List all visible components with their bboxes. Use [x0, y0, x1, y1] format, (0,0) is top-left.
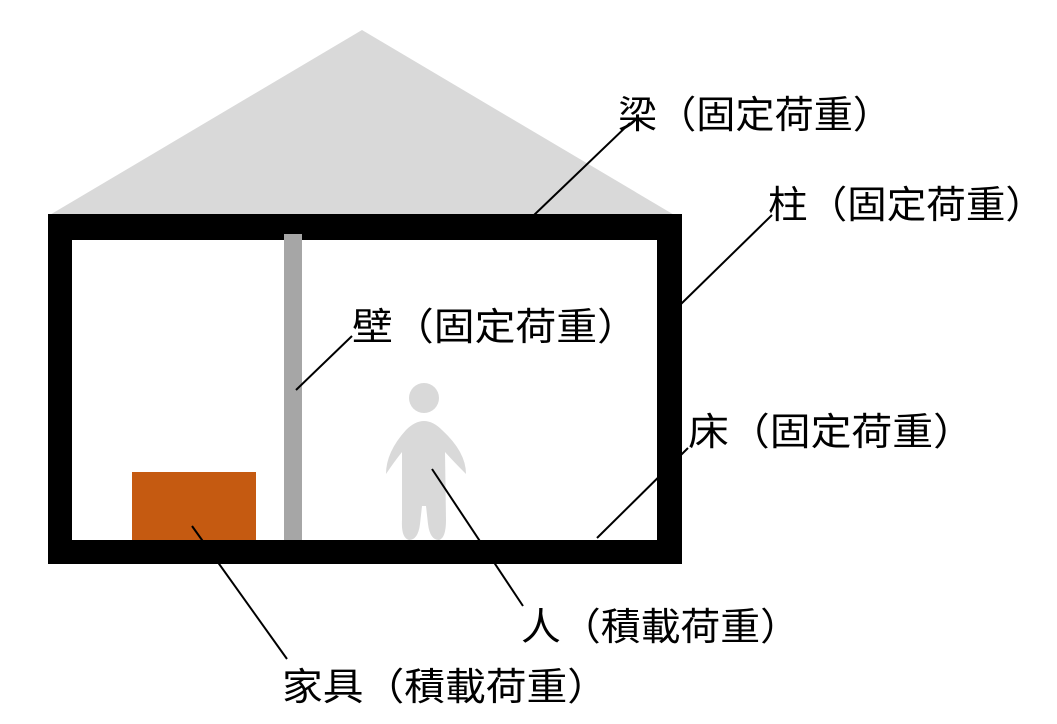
leader-line-furniture [191, 525, 288, 660]
person-silhouette-icon [386, 383, 466, 540]
leader-line-wall [295, 335, 353, 391]
label-beam: 梁（固定荷重） [618, 93, 892, 137]
roof [48, 30, 676, 216]
label-wall: 壁（固定荷重） [352, 305, 638, 349]
leader-line-beam [532, 122, 631, 217]
leader-line-person [431, 468, 524, 607]
label-floor: 床（固定荷重） [688, 410, 974, 454]
label-column: 柱（固定荷重） [768, 183, 1045, 227]
leader-line-column [680, 214, 773, 305]
label-person: 人（積載荷重） [521, 605, 800, 649]
partition-wall [284, 234, 302, 540]
leader-line-floor [596, 447, 689, 539]
label-furniture: 家具（積載荷重） [282, 665, 608, 709]
